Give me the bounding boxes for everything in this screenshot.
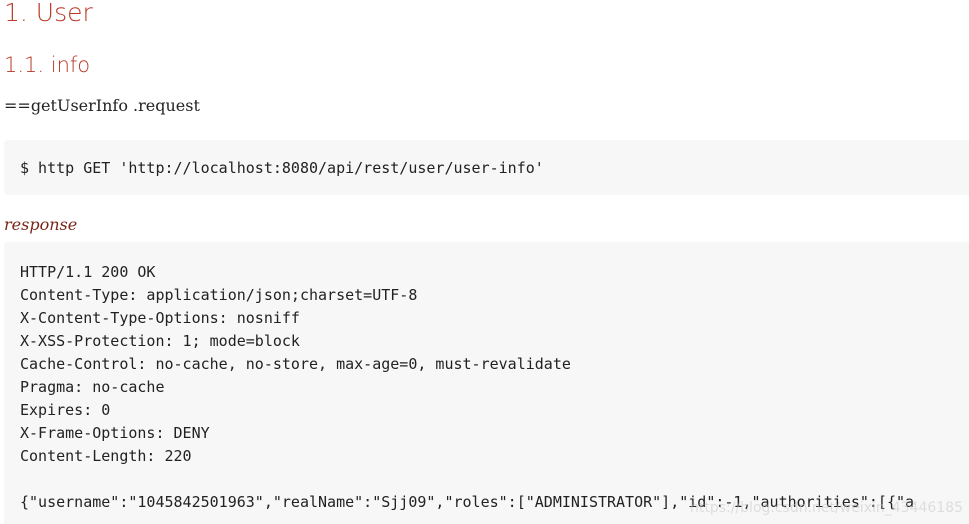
subsection-heading-info: 1.1. info: [4, 53, 91, 77]
response-code-block: HTTP/1.1 200 OK Content-Type: applicatio…: [4, 242, 969, 524]
response-line: Cache-Control: no-cache, no-store, max-a…: [20, 355, 571, 373]
response-caption: response: [4, 215, 78, 234]
section-heading-user: 1. User: [4, 0, 93, 27]
request-code-block: $ http GET 'http://localhost:8080/api/re…: [4, 140, 969, 195]
response-line: X-Content-Type-Options: nosniff: [20, 309, 300, 327]
response-line: X-Frame-Options: DENY: [20, 424, 210, 442]
watermark: https://blog.csdn.net/weixin_43446185: [689, 500, 963, 516]
response-line: Expires: 0: [20, 401, 111, 419]
response-blank-line: [20, 468, 954, 491]
response-line: Pragma: no-cache: [20, 378, 165, 396]
request-command: $ http GET 'http://localhost:8080/api/re…: [20, 159, 544, 177]
request-description: ==getUserInfo .request: [4, 96, 200, 115]
response-line: Content-Length: 220: [20, 447, 192, 465]
response-line: HTTP/1.1 200 OK: [20, 263, 156, 281]
response-line: X-XSS-Protection: 1; mode=block: [20, 332, 300, 350]
response-line: Content-Type: application/json;charset=U…: [20, 286, 418, 304]
response-body-json: {"username":"1045842501963","realName":"…: [20, 493, 915, 511]
